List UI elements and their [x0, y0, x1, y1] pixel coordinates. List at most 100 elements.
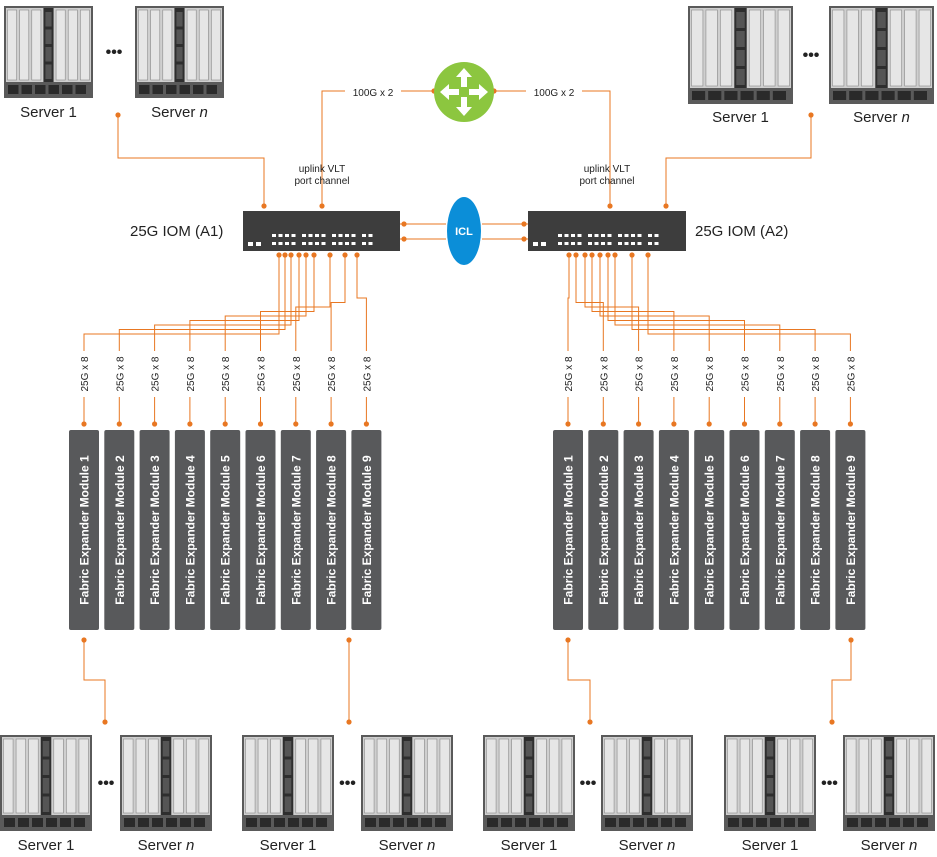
switch-port	[308, 234, 313, 237]
link-endpoint	[152, 421, 158, 427]
iom-switch-a1	[243, 211, 400, 251]
switch-port	[368, 242, 373, 245]
link-endpoint	[741, 421, 748, 427]
uplink-line-left	[321, 90, 434, 206]
switch-port	[618, 242, 622, 245]
fabric-expander-module-label: Fabric Expander Module 3	[632, 455, 646, 605]
iom-a1-label: 25G IOM (A1)	[130, 223, 223, 240]
switch-port	[588, 234, 592, 237]
fabric-expander-module	[210, 430, 241, 630]
switch-port	[577, 242, 582, 245]
rate-label-bg	[148, 351, 161, 397]
fabric-expander-module	[694, 430, 725, 630]
switch-port	[272, 234, 276, 237]
switch-port	[648, 242, 652, 245]
fem-link-line	[607, 255, 745, 424]
switch-port	[285, 234, 289, 237]
server-last-label: Server n	[619, 837, 676, 854]
server-ellipsis: •••	[803, 47, 820, 64]
rate-label-bg	[78, 351, 90, 397]
uplink-rate-right: 100G x 2	[534, 88, 575, 99]
iom-switch-a2	[528, 211, 686, 251]
server-chassis	[361, 735, 453, 831]
link-endpoint	[565, 421, 571, 427]
fem-link-rate: 25G x 8	[327, 356, 338, 391]
server-ellipsis: •••	[106, 44, 123, 61]
fabric-expander-module-label: Fabric Expander Module 4	[183, 455, 197, 605]
fabric-expander-module-label: Fabric Expander Module 1	[78, 455, 92, 605]
link-endpoint	[829, 719, 835, 725]
switch-port	[607, 234, 612, 237]
switch-port	[362, 242, 366, 245]
switch-port	[285, 242, 289, 245]
switch-port	[601, 234, 605, 237]
fabric-expander-module-label: Fabric Expander Module 9	[844, 455, 858, 605]
uplink-line-right	[494, 90, 611, 206]
switch-port	[631, 242, 635, 245]
switch-port	[362, 234, 366, 237]
switch-port	[272, 242, 276, 245]
fem-link-rate: 25G x 8	[115, 356, 126, 391]
server-chassis	[829, 6, 934, 104]
switch-port	[588, 242, 592, 245]
link-endpoint	[81, 421, 87, 427]
server-ellipsis: •••	[580, 775, 597, 792]
uplink-vlt-label-left: uplink VLT	[299, 164, 346, 175]
server-chassis	[242, 735, 334, 831]
fem-link-line	[591, 255, 675, 424]
server-chassis	[601, 735, 693, 831]
fabric-expander-module	[588, 430, 619, 630]
link-endpoint	[847, 421, 854, 427]
fem-link-line	[575, 255, 604, 424]
fabric-expander-module-label: Fabric Expander Module 6	[254, 455, 268, 605]
switch-port	[564, 234, 569, 237]
link-endpoint	[636, 421, 642, 427]
server-chassis	[120, 735, 212, 831]
server-chassis	[688, 6, 793, 104]
fem-link-line	[330, 255, 346, 424]
fabric-expander-module-label: Fabric Expander Module 7	[773, 455, 787, 605]
link-endpoint	[607, 203, 613, 209]
switch-port	[571, 242, 575, 245]
server-first-label: Server 1	[712, 109, 769, 126]
fabric-expander-module-label: Fabric Expander Module 2	[597, 455, 611, 605]
icl-link	[447, 197, 481, 265]
fabric-expander-module	[280, 430, 311, 630]
rate-label-bg	[597, 351, 610, 397]
link-endpoint	[187, 421, 193, 427]
rate-label-bg	[219, 351, 232, 397]
rate-label-bg	[632, 351, 645, 397]
server-ellipsis: •••	[339, 775, 356, 792]
router	[434, 62, 494, 122]
switch-port	[624, 234, 629, 237]
server-chassis	[135, 6, 224, 98]
switch-port	[654, 242, 659, 245]
rate-label-bg	[844, 351, 857, 397]
rate-label-bg	[289, 351, 302, 397]
fabric-expander-module-label: Fabric Expander Module 5	[219, 455, 233, 605]
fabric-expander-module	[764, 430, 795, 630]
server-ellipsis: •••	[821, 775, 838, 792]
switch-port	[351, 234, 356, 237]
fem-server-line	[567, 640, 591, 722]
fem-link-rate: 25G x 8	[257, 356, 268, 391]
fem-link-rate: 25G x 8	[151, 356, 162, 391]
port-channel-label-left: port channel	[294, 176, 349, 187]
switch-port	[278, 234, 283, 237]
switch-port	[345, 234, 349, 237]
fabric-expander-module-label: Fabric Expander Module 1	[562, 455, 576, 605]
switch-port	[308, 242, 313, 245]
switch-port	[321, 234, 326, 237]
switch-port	[533, 242, 538, 246]
server-last-label: Server n	[861, 837, 918, 854]
fabric-expander-module	[729, 430, 760, 630]
switch-port	[256, 242, 261, 246]
link-endpoint	[663, 203, 669, 209]
iom-a2-label: 25G IOM (A2)	[695, 223, 788, 240]
switch-port	[654, 234, 659, 237]
switch-port	[637, 234, 642, 237]
server-chassis	[0, 735, 92, 831]
switch-port	[332, 242, 336, 245]
rate-label-bg	[738, 351, 751, 397]
